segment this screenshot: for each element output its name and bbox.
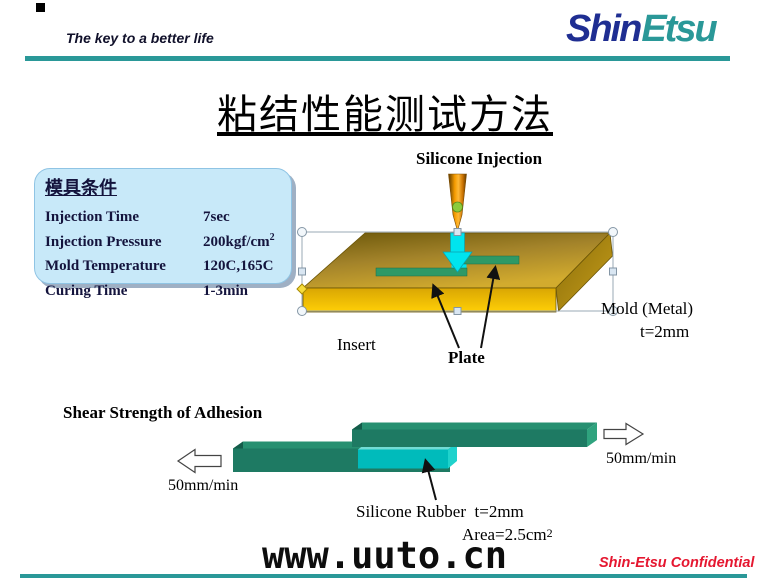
resize-handle-ne[interactable] <box>608 227 618 237</box>
resize-handle-sw[interactable] <box>297 306 307 316</box>
rubber-pointer-arrow <box>421 458 437 501</box>
shear-strength-heading: Shear Strength of Adhesion <box>63 403 263 422</box>
resize-handle-n[interactable] <box>453 228 462 236</box>
injection-nozzle-icon <box>448 173 467 233</box>
insert-strip <box>375 267 468 277</box>
confidential-notice: Shin-Etsu Confidential <box>599 555 755 571</box>
right-speed-label: 50mm/min <box>606 450 677 467</box>
header-rule <box>25 56 730 61</box>
mold-front-face <box>302 287 557 313</box>
resize-handle-nw[interactable] <box>297 227 307 237</box>
tagline: The key to a better life <box>66 30 214 46</box>
plate-label: Plate <box>448 348 485 367</box>
shear-test-diagram <box>176 422 645 501</box>
mold-metal-label: Mold (Metal) <box>601 299 694 318</box>
selection-box <box>296 227 618 316</box>
mold-3d-block[interactable] <box>301 232 613 313</box>
conditions-heading: 模具条件 <box>45 178 117 198</box>
insert-pointer-arrow <box>431 283 460 349</box>
resize-handle-se[interactable] <box>608 306 618 316</box>
resize-handle-e[interactable] <box>609 267 617 276</box>
area-label: Area=2.5cm2 <box>462 525 553 544</box>
footer-rule <box>20 574 747 578</box>
adjust-handle-diamond[interactable] <box>296 283 308 295</box>
pull-left-arrow <box>176 448 222 474</box>
watermark: www.uuto.cn <box>262 534 508 577</box>
silicone-rubber-label: Silicone Rubber t=2mm <box>356 502 524 521</box>
logo-etsu: Etsu <box>641 8 717 50</box>
nozzle-indicator-dot <box>452 201 463 213</box>
left-speed-label: 50mm/min <box>168 477 239 494</box>
shinetsu-logo: ShinEtsu <box>566 8 718 51</box>
resize-handle-w[interactable] <box>298 267 306 276</box>
mold-thickness-label: t=2mm <box>640 322 690 341</box>
slide-title: 粘结性能测试方法 <box>217 92 553 137</box>
upper-green-bar <box>352 422 597 447</box>
injection-flow-arrow <box>442 232 473 273</box>
logo-shin: Shin <box>566 8 642 50</box>
plate-pointer-arrow <box>480 265 501 349</box>
insert-label: Insert <box>337 335 376 354</box>
pull-right-arrow <box>603 422 645 446</box>
resize-handle-s[interactable] <box>453 307 462 315</box>
corner-mark <box>36 3 45 12</box>
silicone-injection-label: Silicone Injection <box>416 149 543 168</box>
